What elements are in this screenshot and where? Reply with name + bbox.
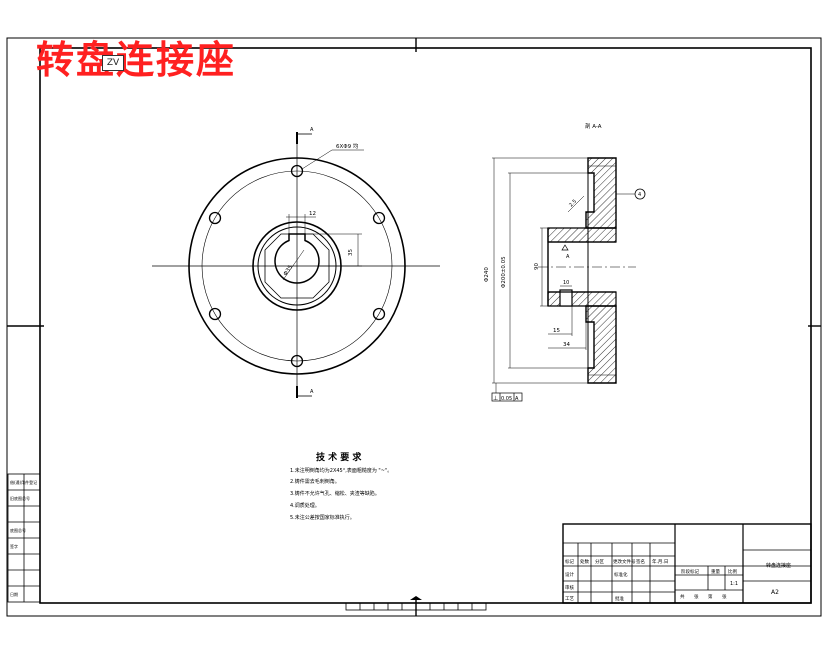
hole-callout: 6XΦ9 均 (336, 142, 359, 150)
side-table (7, 473, 41, 603)
flange-bottom-section (585, 305, 617, 384)
tb-header-5: 签名 (636, 558, 645, 565)
side-table-5: 日期 (10, 591, 18, 597)
keyway-groove (559, 289, 573, 307)
datum-triangle (561, 244, 569, 251)
tb-approve: 批准 (615, 595, 624, 602)
tb-sheet-4: 张 (722, 593, 727, 600)
tb-header-4: 更改文件号 (613, 558, 636, 565)
section-letter-top: A (310, 127, 314, 133)
datum-letter: A (566, 254, 570, 260)
dim-len-b: 34 (563, 342, 570, 348)
tb-header-3: 分区 (595, 558, 604, 565)
dim-len-a: 15 (553, 328, 560, 334)
tolerance-symbol: ⊥ (493, 395, 498, 402)
tech-item-3: 3.铸件不允许气孔、缩松、夹渣等缺陷。 (290, 490, 380, 497)
section-label: 剖 A-A (585, 122, 602, 130)
tb-header-1: 标记 (565, 558, 574, 565)
tb-header-2: 处数 (580, 558, 589, 565)
part-balloon (634, 188, 646, 200)
tb-scale-value: 1:1 (730, 581, 738, 587)
tb-sheet-1: 共 (680, 593, 685, 600)
hub-top-section (547, 227, 617, 243)
dim-key-width: 12 (309, 211, 316, 217)
title-block (562, 523, 812, 604)
bolt-hole-5 (208, 307, 222, 321)
tb-scale-label: 比例 (728, 568, 737, 575)
dim-key-depth: 35 (348, 249, 354, 256)
scale-bar (345, 602, 487, 611)
section-view (491, 157, 646, 402)
drawing-title: 转盘连接座 (36, 37, 237, 82)
tb-stage-mark: 阶段标记 (681, 568, 699, 575)
dim-outer-dia: Φ240 (484, 267, 490, 282)
keyed-bore (274, 233, 320, 284)
bolt-hole-3 (372, 307, 386, 321)
orientation-arrow (410, 596, 422, 600)
side-table-1: 借(通)用件登记 (10, 479, 37, 485)
flange-top-section (585, 157, 617, 229)
tb-standardize: 标准化 (614, 571, 628, 578)
sheet-outer-border (6, 37, 822, 617)
bolt-hole-4 (290, 354, 304, 368)
tech-heading: 技 术 要 求 (316, 451, 362, 463)
dim-inner-dia: 90 (534, 263, 540, 270)
tolerance-value: 0.05 (501, 396, 512, 402)
tech-item-1: 1.未注明倒角均为2X45°,表面粗糙度为 "~"。 (290, 467, 392, 474)
hub-bottom-section (547, 291, 617, 307)
tb-sheet-size: A2 (771, 589, 779, 596)
balloon-number: 4 (638, 192, 641, 198)
tb-sheet-2: 张 (694, 593, 699, 600)
tb-weight: 重量 (711, 568, 720, 575)
tb-role-design: 设计 (565, 571, 574, 578)
tolerance-frame (491, 392, 523, 402)
bolt-hole-2 (372, 211, 386, 225)
stamp-box: ZV (102, 55, 124, 71)
tb-role-review: 审核 (565, 584, 574, 591)
side-table-2: 旧底图总号 (10, 495, 30, 501)
tolerance-datum: A (515, 396, 519, 402)
bolt-hole-6 (208, 211, 222, 225)
dim-groove: 10 (563, 280, 569, 286)
tb-role-process: 工艺 (565, 596, 574, 602)
tech-item-4: 4.调质处理。 (290, 502, 320, 509)
tech-item-2: 2.铸件需去毛刺倒角。 (290, 478, 340, 485)
side-table-4: 签字 (10, 543, 18, 549)
tb-sheet-3: 第 (708, 593, 713, 600)
section-letter-bottom: A (310, 389, 314, 395)
dim-bolt-circle: Φ200±0.05 (501, 256, 507, 288)
dim-chamfer: 2.5 (568, 199, 578, 209)
front-view (152, 132, 440, 398)
outer-circle (188, 157, 406, 375)
side-table-3: 底图总号 (10, 527, 26, 533)
dim-bore-dia: Φ35 (283, 264, 295, 277)
tb-part-name: 转盘连接座 (766, 562, 791, 569)
drawing-frame (39, 47, 812, 604)
bolt-hole-1 (290, 164, 304, 178)
tech-item-5: 5.未注公差按国家标准执行。 (290, 514, 355, 521)
bolt-circle (201, 170, 393, 362)
tb-header-6: 年.月.日 (652, 558, 668, 565)
hub-polygon (264, 233, 330, 299)
